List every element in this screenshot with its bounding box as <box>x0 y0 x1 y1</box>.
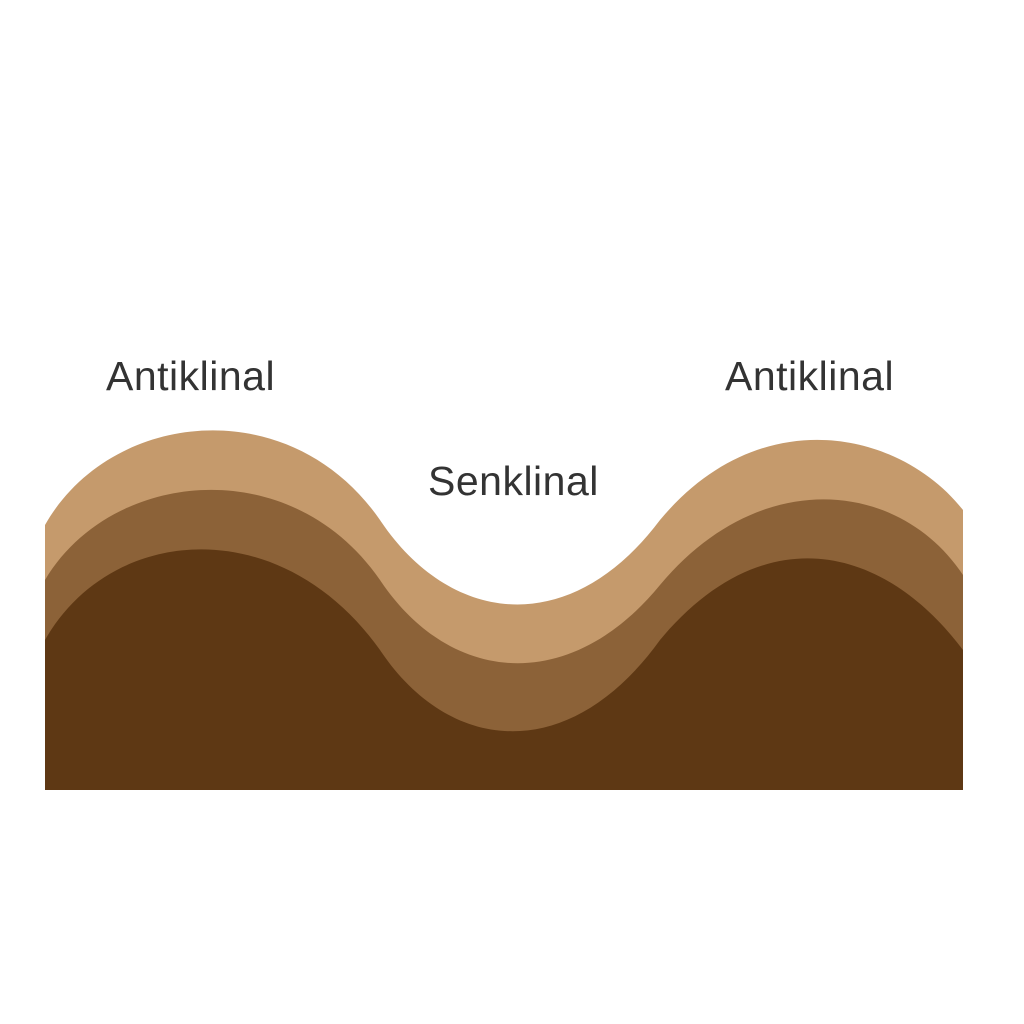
anticline-label-right: Antiklinal <box>725 353 895 399</box>
bottom-rock-layer <box>45 549 963 790</box>
syncline-label: Senklinal <box>428 458 599 504</box>
anticline-label-left: Antiklinal <box>106 353 276 399</box>
